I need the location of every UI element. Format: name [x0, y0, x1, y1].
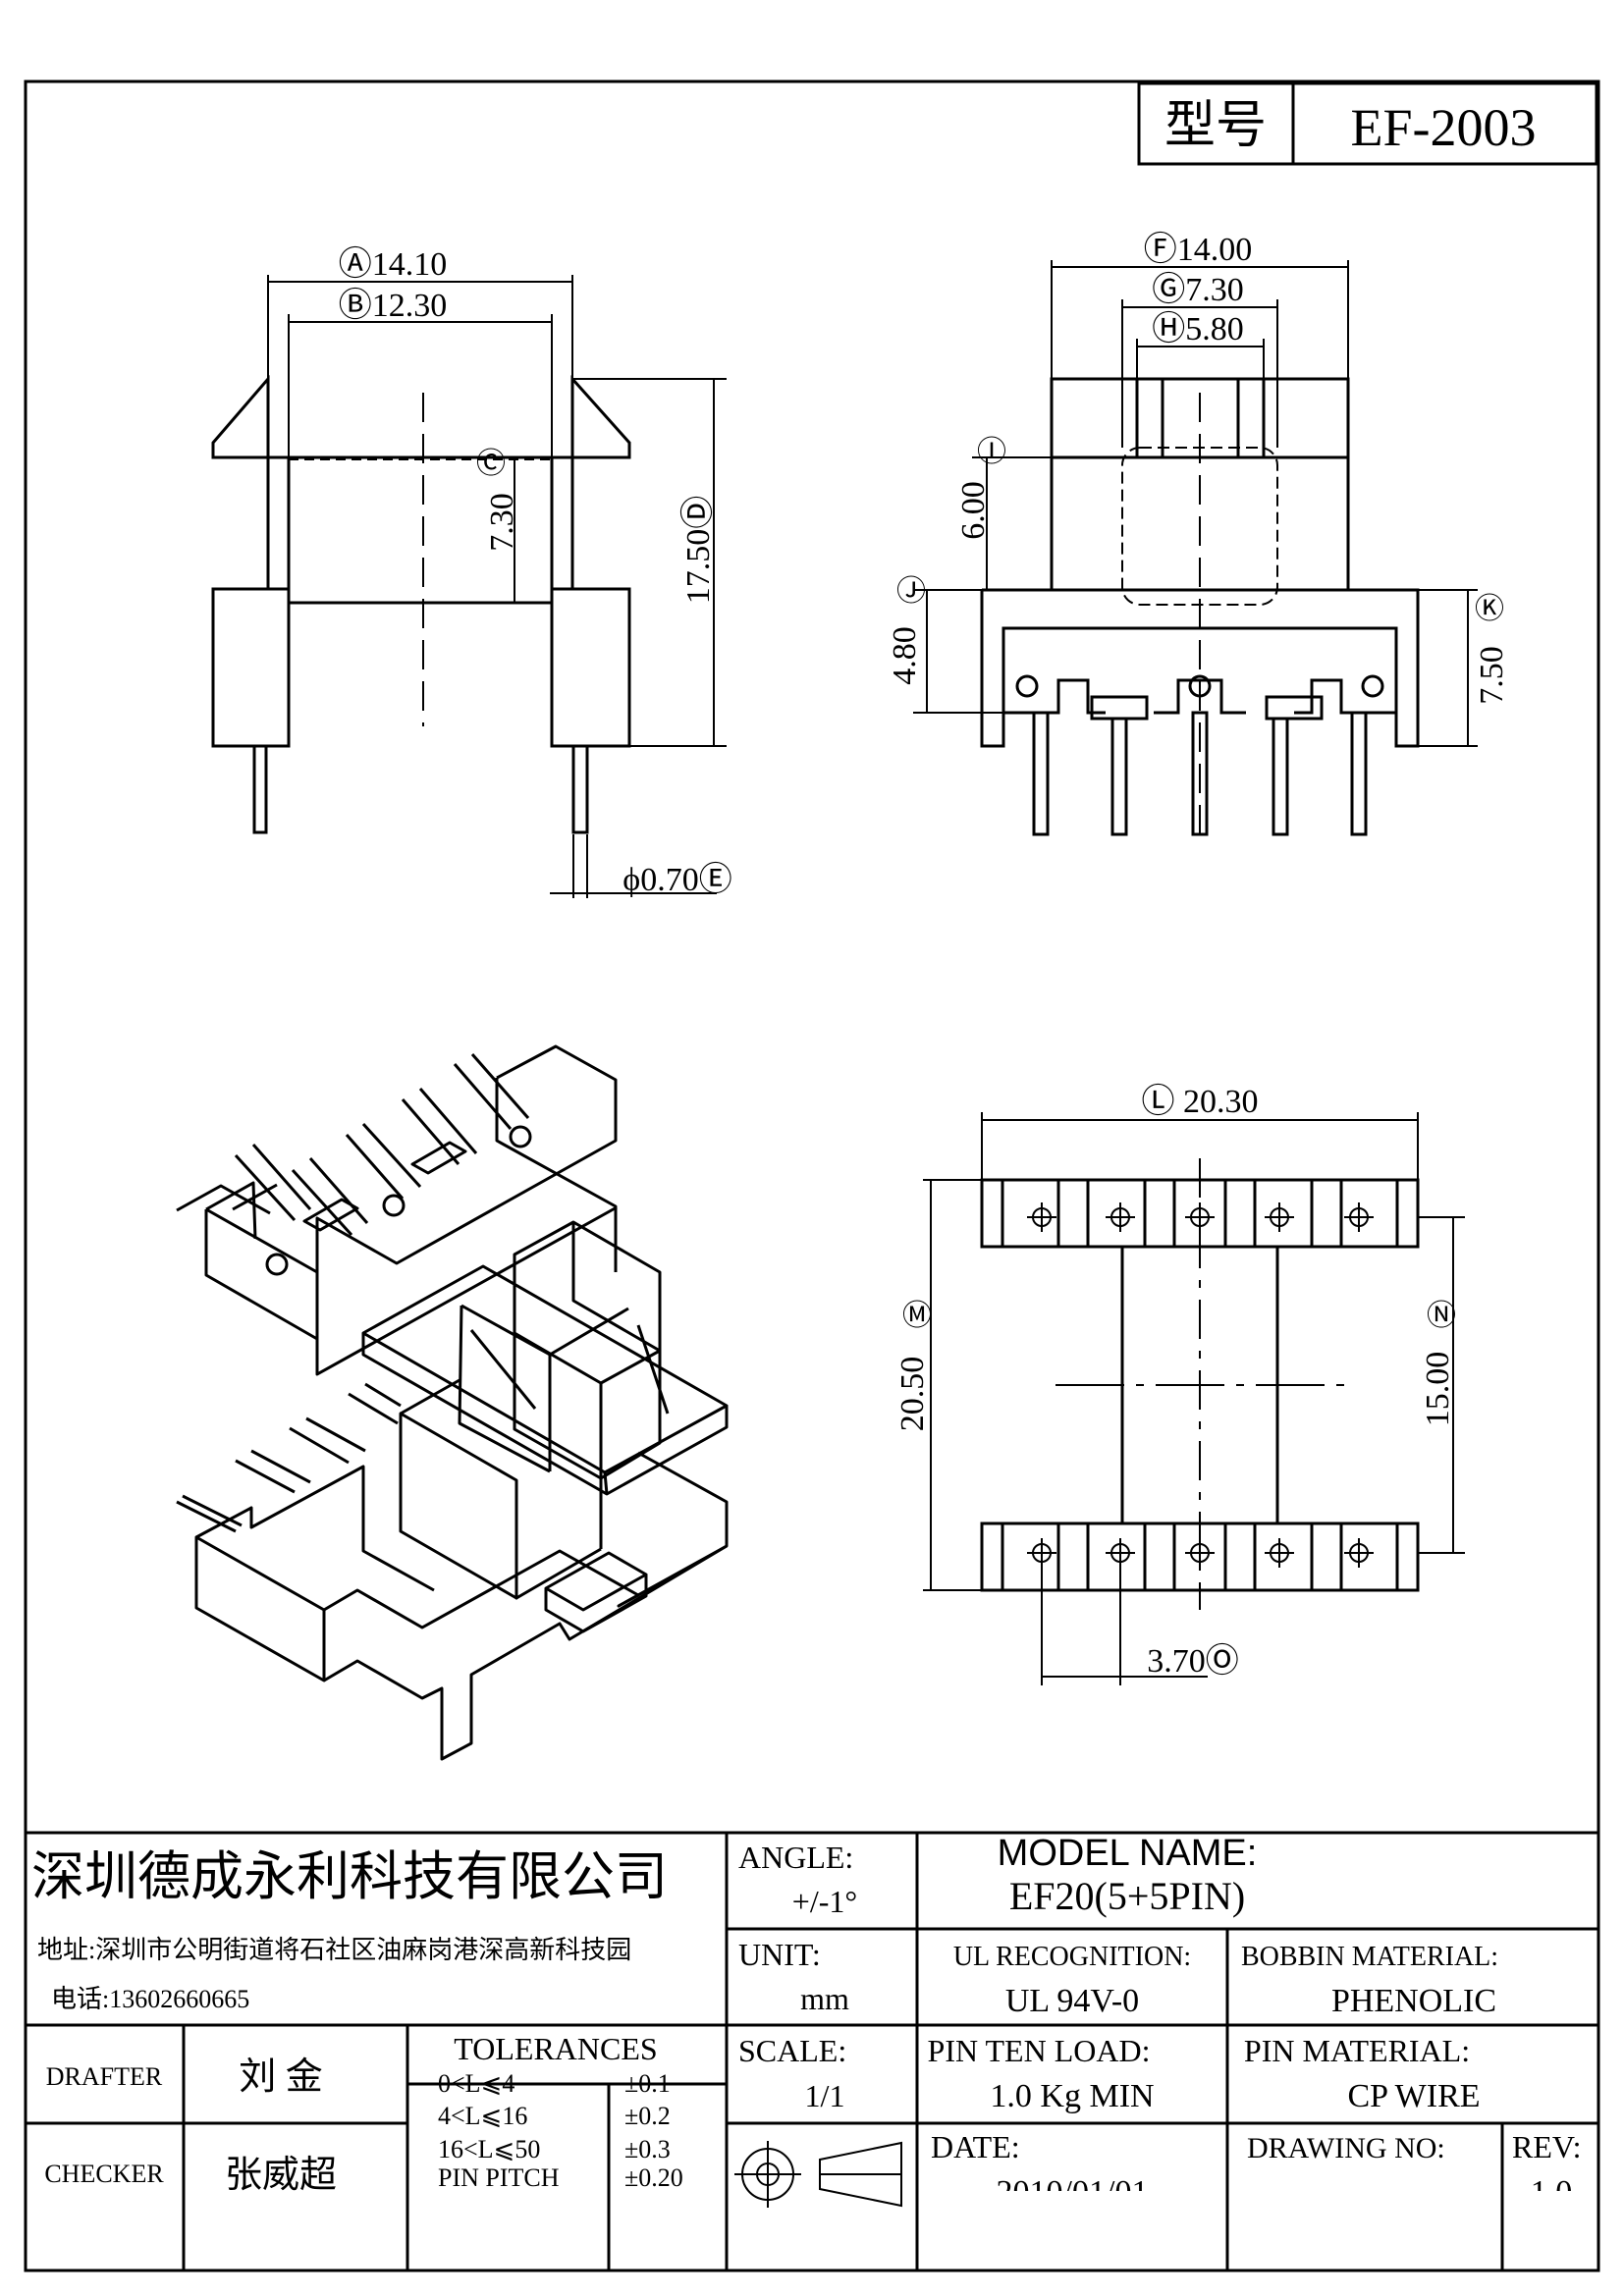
rev-value: 1.0	[1531, 2174, 1573, 2211]
bottom-view	[923, 1112, 1465, 1685]
title-block	[26, 1831, 1598, 2270]
scale-value: 1/1	[805, 2078, 845, 2113]
tolerance-range: 4<L⩽16	[438, 2102, 527, 2130]
front-right-pin	[571, 744, 589, 834]
dim-j-label: Ⓙ	[896, 575, 926, 608]
front-right-base	[550, 587, 631, 748]
checker-name: 张威超	[225, 2155, 337, 2196]
dim-g-label: Ⓖ7.30	[1152, 271, 1244, 308]
dim-i-value: 6.00	[955, 481, 992, 540]
side-pin	[1110, 717, 1128, 836]
dim-a-label: Ⓐ14.10	[339, 245, 448, 283]
company-address: 地址:深圳市公明街道将石社区油麻岗港深高新科技园	[37, 1936, 631, 1964]
tolerance-range: 0<L⩽4	[438, 2069, 514, 2098]
dim-k-label: Ⓚ	[1475, 593, 1504, 625]
model-header-value: EF-2003	[1351, 98, 1537, 157]
side-view	[913, 260, 1478, 836]
side-pin-head	[1265, 695, 1324, 721]
model-header: 型号 EF-2003	[1137, 81, 1598, 166]
tolerance-range: PIN PITCH	[438, 2163, 560, 2192]
side-pin-head	[1090, 695, 1149, 721]
drafter-label: DRAFTER	[46, 2062, 163, 2091]
dim-c-label: Ⓒ	[476, 448, 506, 480]
dim-n-value: 15.00	[1420, 1352, 1456, 1427]
unit-label: UNIT:	[738, 1937, 821, 1972]
dim-k-value: 7.50	[1474, 646, 1510, 705]
drawing-no-label: DRAWING NO:	[1247, 2132, 1445, 2164]
pin-material-value: CP WIRE	[1347, 2078, 1480, 2114]
model-header-label: 型号	[1164, 98, 1267, 154]
side-pin	[1191, 711, 1209, 836]
dim-n-label: Ⓝ	[1427, 1300, 1456, 1332]
side-pin	[1350, 711, 1368, 836]
sheet-border	[24, 80, 1600, 2272]
ul-value: UL 94V-0	[1005, 1983, 1139, 2019]
tolerance-value: ±0.2	[624, 2102, 671, 2130]
dim-c-value: 7.30	[484, 493, 520, 552]
date-label: DATE:	[931, 2129, 1020, 2164]
front-view	[211, 275, 727, 898]
rev-label: REV:	[1512, 2129, 1582, 2164]
angle-label: ANGLE:	[738, 1840, 853, 1875]
checker-label: CHECKER	[44, 2160, 164, 2188]
front-right-flange	[570, 375, 631, 459]
bobbin-value: PHENOLIC	[1331, 1983, 1496, 2019]
bobbin-label: BOBBIN MATERIAL:	[1241, 1942, 1498, 1972]
isometric-view	[176, 1044, 729, 1761]
scale-label: SCALE:	[738, 2033, 846, 2068]
dim-e-label: ϕ0.70Ⓔ	[623, 861, 731, 898]
tolerance-value: ±0.20	[624, 2163, 683, 2192]
ul-label: UL RECOGNITION:	[953, 1942, 1191, 1972]
dim-b-label: Ⓑ12.30	[339, 287, 448, 324]
dim-h-label: Ⓗ5.80	[1152, 310, 1244, 347]
drafter-name: 刘 金	[239, 2056, 323, 2098]
unit-value: mm	[800, 1981, 849, 2016]
dim-m-value: 20.50	[894, 1357, 931, 1432]
tolerance-range: 16<L⩽50	[438, 2135, 540, 2163]
front-left-base	[211, 587, 291, 748]
dim-f-label: Ⓕ14.00	[1144, 231, 1253, 268]
dim-i-label: Ⓘ	[977, 436, 1006, 468]
angle-value: +/-1°	[792, 1884, 857, 1919]
model-name-label: MODEL NAME:	[998, 1833, 1258, 1874]
dim-j-value: 4.80	[887, 626, 923, 685]
dim-d-label: 17.50Ⓓ	[679, 496, 717, 605]
tolerance-value: ±0.3	[624, 2135, 671, 2163]
tolerance-value: ±0.1	[624, 2069, 671, 2098]
model-name-value: EF20(5+5PIN)	[1009, 1874, 1245, 1918]
front-left-pin	[252, 744, 268, 834]
company-name: 深圳德成永利科技有限公司	[31, 1847, 668, 1906]
pin-material-label: PIN MATERIAL:	[1244, 2033, 1470, 2068]
dim-m-label: Ⓜ	[902, 1300, 932, 1332]
tolerances-label: TOLERANCES	[454, 2031, 657, 2066]
dim-o-label: 3.70Ⓞ	[1147, 1642, 1239, 1680]
pin-load-label: PIN TEN LOAD:	[928, 2033, 1151, 2068]
side-pin	[1272, 717, 1289, 836]
pin-load-value: 1.0 Kg MIN	[990, 2078, 1154, 2114]
dim-l-label: Ⓛ 20.30	[1142, 1083, 1259, 1120]
front-left-flange	[211, 374, 270, 459]
tolerance-table-overflow: PIN PITCH ±0.20	[438, 2163, 683, 2192]
date-value: 2010/01/01	[997, 2174, 1149, 2211]
bottom-row-overflow: 2010/01/01 1.0	[997, 2174, 1573, 2211]
side-pin	[1032, 711, 1050, 836]
company-phone: 电话:13602660665	[51, 1985, 249, 2013]
